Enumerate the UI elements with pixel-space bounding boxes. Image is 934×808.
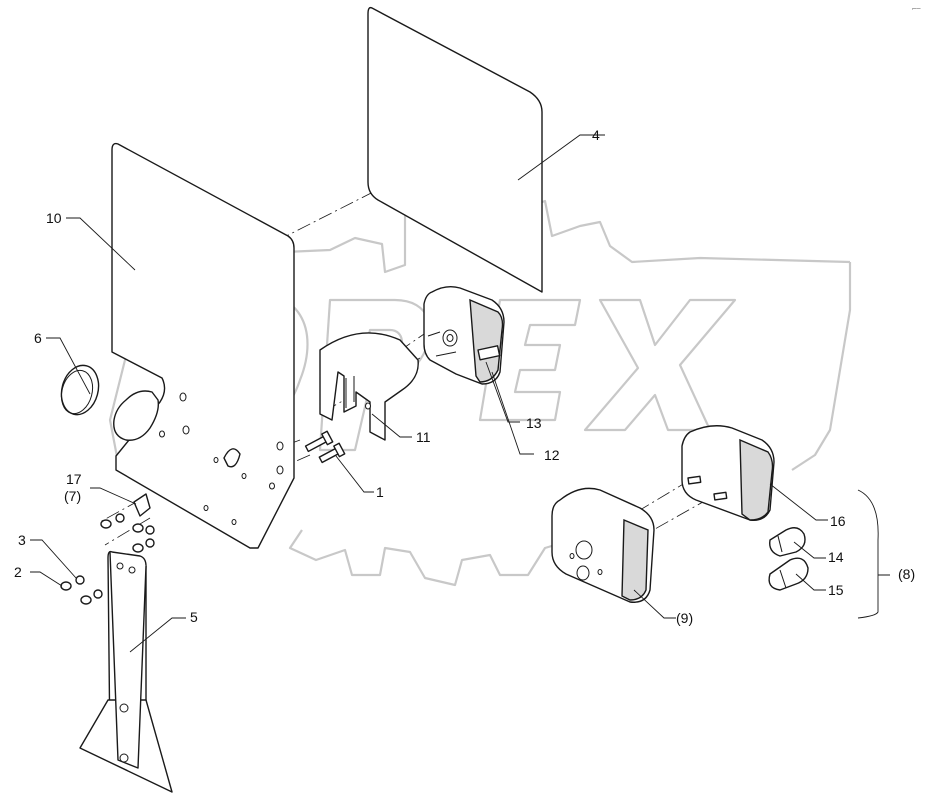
callout-13: 13 (526, 415, 542, 431)
watermark-letter-e (478, 298, 582, 422)
callout-8: (8) (898, 566, 915, 582)
watermark-letter-x (583, 298, 737, 432)
corner-mark: ⌐─ (912, 5, 921, 13)
callout-14: 14 (828, 549, 844, 565)
callout-1: 1 (376, 484, 384, 500)
callout-3: 3 (18, 532, 26, 548)
callout-12: 12 (544, 447, 560, 463)
callout-17: 17 (66, 471, 82, 487)
part-13-lamp-clip (477, 345, 501, 361)
part-6-reflector (60, 364, 160, 441)
callout-16: 16 (830, 513, 846, 529)
part-5-support-bracket (79, 550, 173, 793)
callout-7: (7) (64, 488, 81, 504)
part-15-bulb (768, 557, 809, 591)
part-10-mounting-plate (111, 142, 295, 549)
part-11-slots (345, 376, 371, 410)
callout-5: 5 (190, 609, 198, 625)
callout-9: (9) (676, 610, 693, 626)
callout-10: 10 (46, 210, 62, 226)
part-10-holes (159, 392, 284, 525)
callout-2: 2 (14, 564, 22, 580)
part-9-lamp-cover (551, 487, 655, 603)
callout-15: 15 (828, 582, 844, 598)
callout-11: 11 (416, 429, 431, 445)
callout-4: 4 (592, 127, 600, 143)
part-4-rear-plate (367, 6, 543, 293)
part-16-lamp-body (681, 425, 775, 521)
leader-lines (30, 134, 828, 653)
parts-2-3-nuts-washers (60, 513, 155, 605)
part-11-lamp-bracket (319, 332, 419, 441)
part-14-bulb (769, 527, 806, 557)
part-17-clip (133, 493, 151, 517)
group-8-brace (857, 489, 890, 619)
part-1-bolts (304, 430, 346, 464)
callout-labels: 1 2 3 4 5 6 (7) (8) (9) 10 11 12 13 14 1… (14, 127, 915, 626)
part-12-lamp-housing (423, 285, 505, 385)
callout-6: 6 (34, 330, 42, 346)
